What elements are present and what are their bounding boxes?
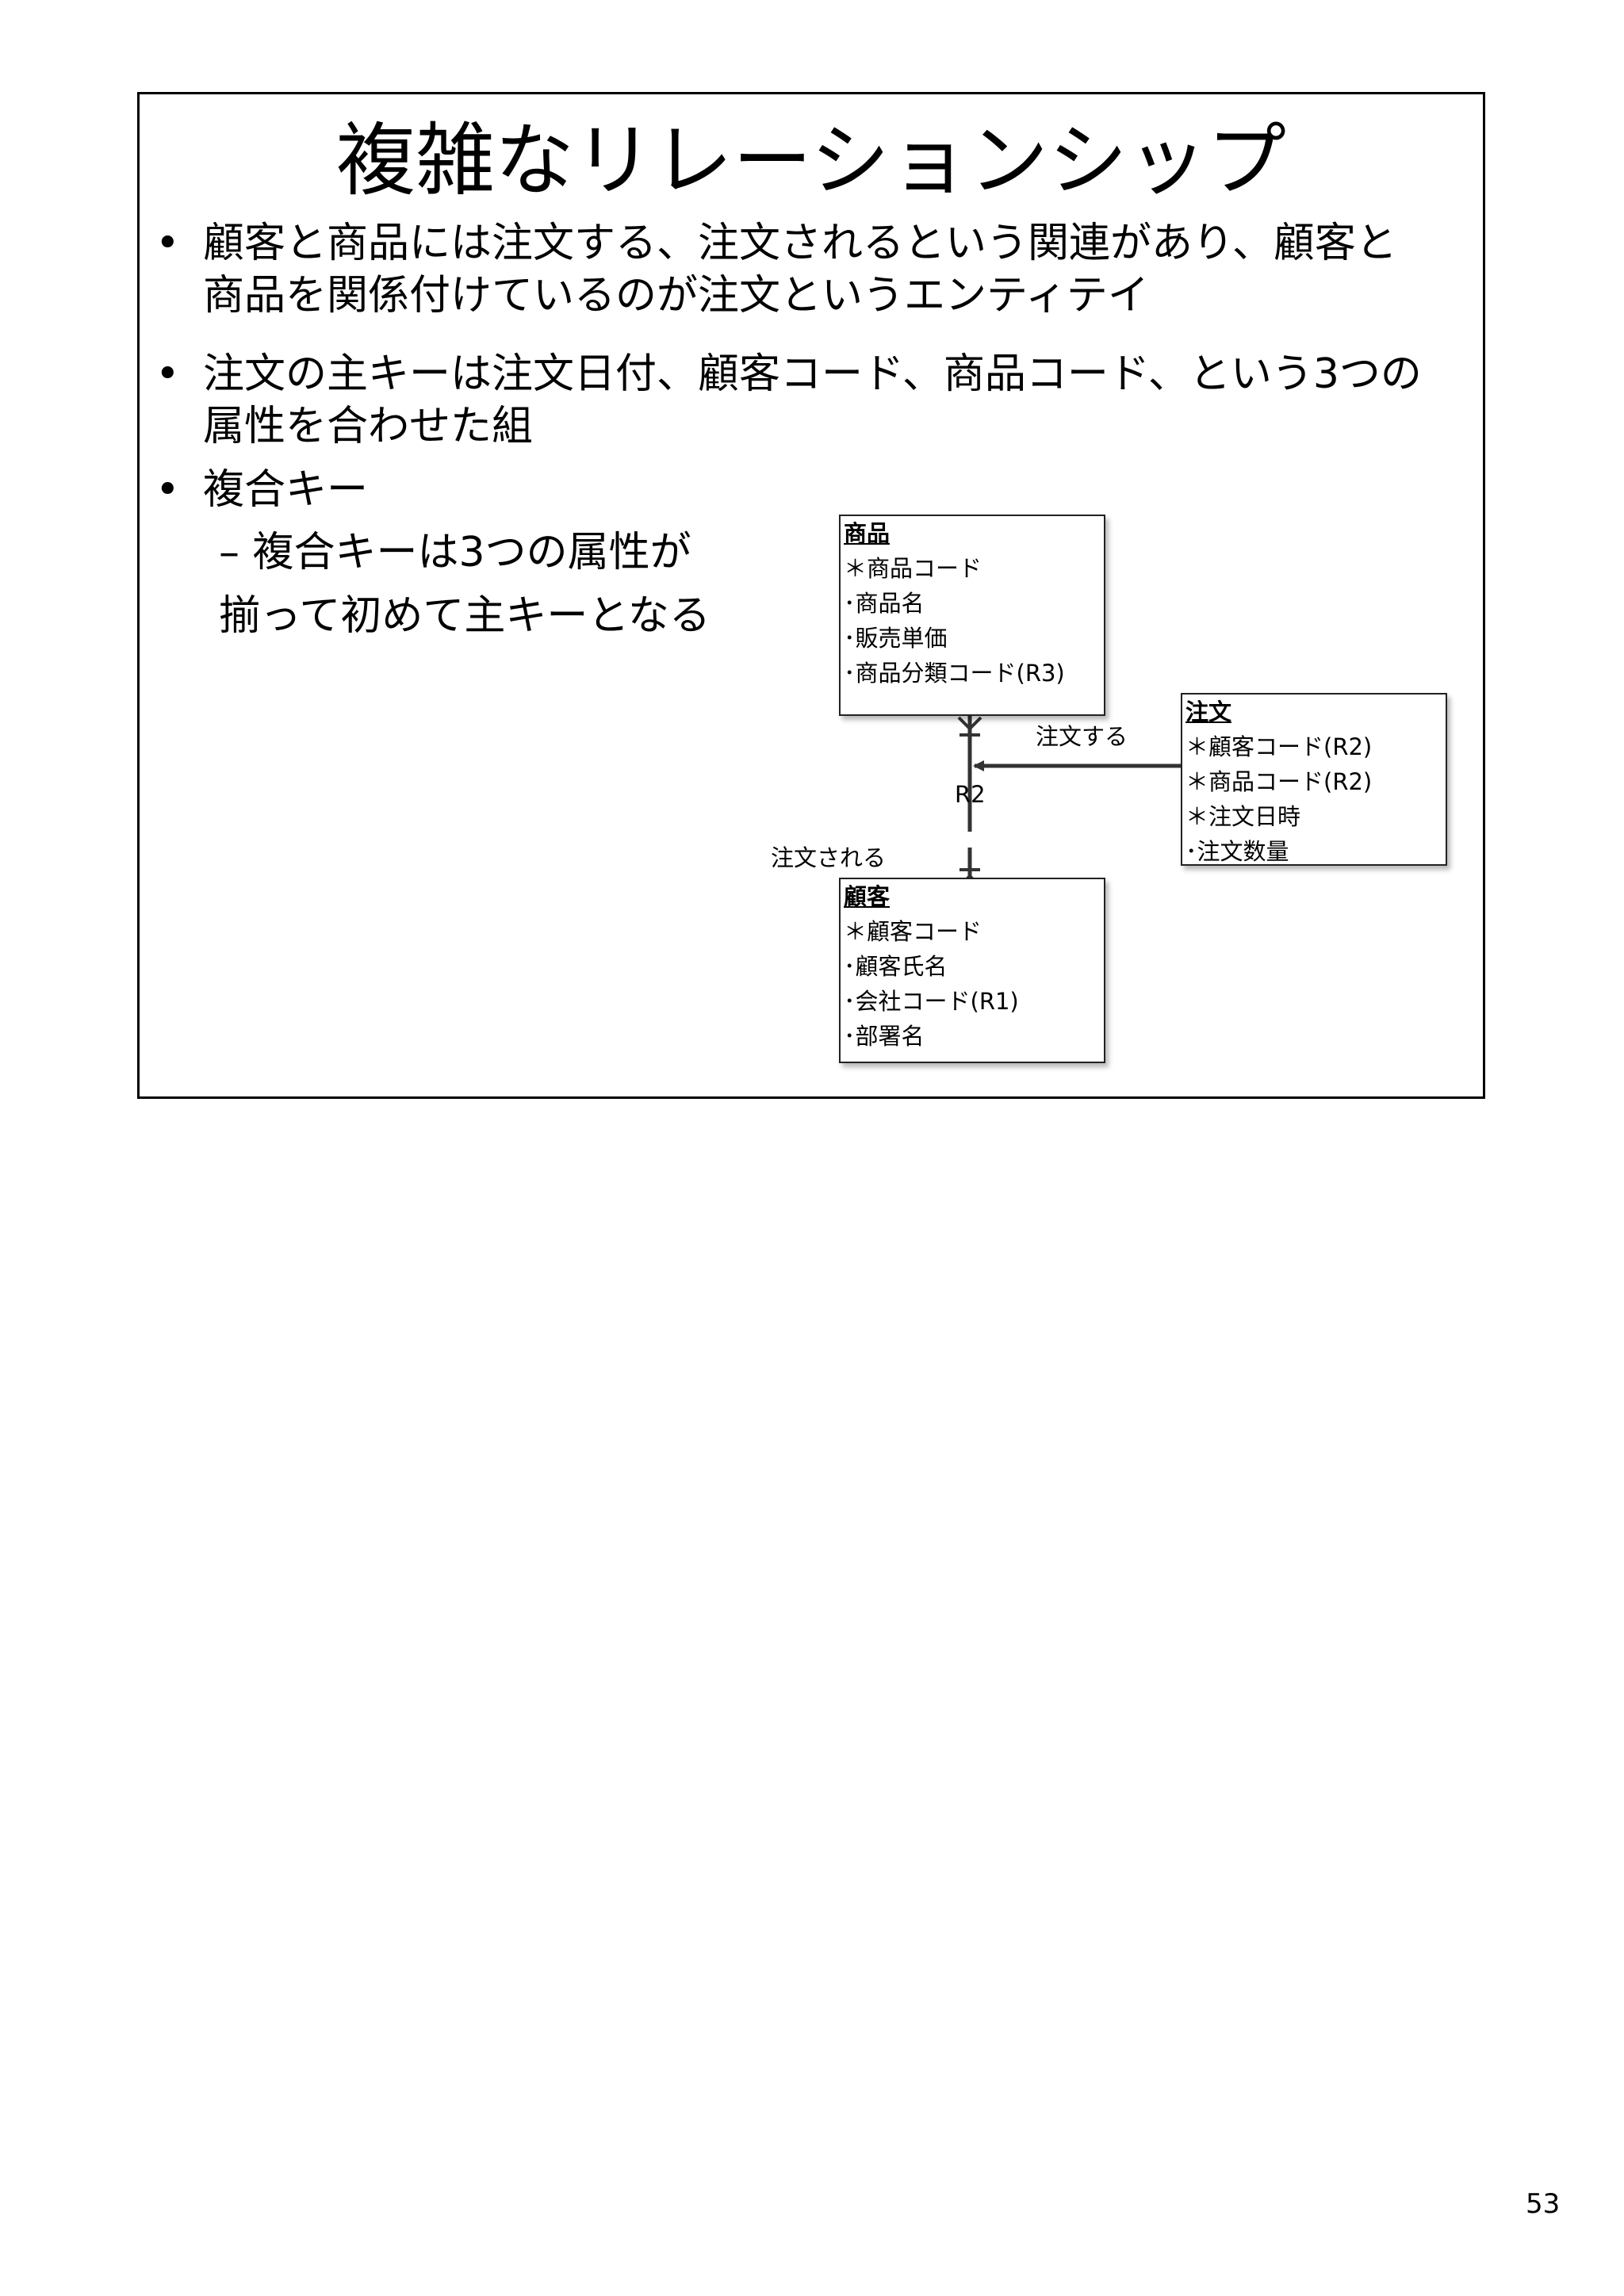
- page-number: 53: [1526, 2188, 1561, 2220]
- entity-product-name: 商品: [844, 520, 891, 547]
- entity-customer-name: 顧客: [844, 883, 891, 910]
- entity-customer: 顧客 ＊顧客コード ･顧客氏名 ･会社コード(R1) ･部署名: [839, 878, 1105, 1063]
- entity-customer-attr: ＊顧客コード: [844, 918, 982, 945]
- entity-product-attr: ･販売単価: [844, 625, 948, 652]
- slide-frame: 複雑なリレーションシップ • 顧客と商品には注文する、注文されるという関連があり…: [137, 92, 1485, 1099]
- erd-connectors: [957, 716, 1181, 889]
- bullet-text-composite-key: 複合キー: [203, 466, 369, 514]
- entity-product: 商品 ＊商品コード ･商品名 ･販売単価 ･商品分類コード(R3): [839, 515, 1105, 716]
- entity-product-attr: ･商品名: [844, 590, 925, 617]
- relationship-id: R2: [955, 781, 986, 808]
- slide-title: 複雑なリレーションシップ: [336, 114, 1286, 207]
- relationship-label-ordered: 注文される: [771, 844, 887, 871]
- entity-product-attr: ＊商品コード: [844, 555, 982, 582]
- bullet-mark: •: [155, 350, 180, 398]
- bullet-mark: •: [155, 220, 180, 267]
- entity-order-attr: ･注文数量: [1185, 838, 1289, 865]
- entity-order-attr: ＊商品コード(R2): [1185, 768, 1373, 795]
- bullet-text-primary-key: 注文の主キーは注文日付、顧客コード、商品コード、という3つの属性を合わせた組: [203, 350, 1422, 450]
- bullet-mark: •: [155, 466, 180, 514]
- bullet-text-relationship: 顧客と商品には注文する、注文されるという関連があり、顧客と商品を関係付けているの…: [203, 220, 1397, 320]
- entity-order-attr: ＊注文日時: [1185, 803, 1301, 830]
- sub-bullet-line-1: – 複合キーは3つの属性が: [219, 529, 691, 576]
- entity-customer-attr: ･顧客氏名: [844, 953, 948, 980]
- entity-customer-attr: ･部署名: [844, 1023, 925, 1050]
- entity-order-name: 注文: [1185, 698, 1232, 725]
- entity-customer-attr: ･会社コード(R1): [844, 988, 1019, 1015]
- crows-foot-product: [957, 716, 982, 731]
- entity-order-attr: ＊顧客コード(R2): [1185, 733, 1373, 760]
- sub-bullet-line-2: 揃って初めて主キーとなる: [219, 592, 710, 640]
- relationship-label-order: 注文する: [1036, 723, 1128, 750]
- entity-order: 注文 ＊顧客コード(R2) ＊商品コード(R2) ＊注文日時 ･注文数量: [1181, 693, 1447, 866]
- entity-product-attr: ･商品分類コード(R3): [844, 660, 1065, 687]
